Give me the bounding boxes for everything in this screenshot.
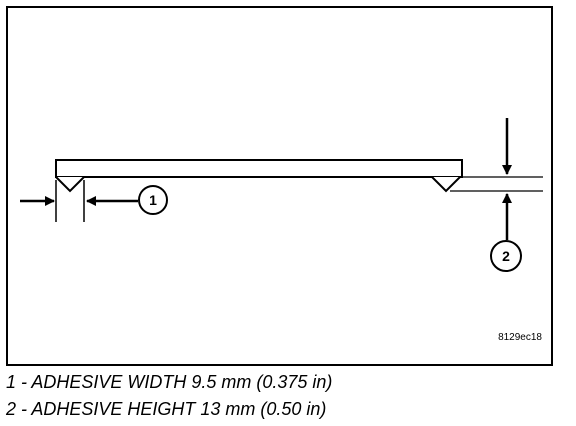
figure-frame xyxy=(6,6,553,366)
adhesive-bead-right xyxy=(431,176,461,193)
callout-1-number: 1 xyxy=(149,192,157,208)
callout-2-number: 2 xyxy=(502,248,510,264)
callout-2-circle xyxy=(490,240,522,272)
panel-bar xyxy=(55,159,463,178)
callout-1-circle xyxy=(138,185,168,215)
legend-item-adhesive-width: 1 - ADHESIVE WIDTH 9.5 mm (0.375 in) xyxy=(6,372,333,392)
figure-code: 8129ec18 xyxy=(498,332,542,343)
adhesive-bead-diagram: 1 2 8129ec18 xyxy=(6,6,553,366)
legend-item-adhesive-height: 2 - ADHESIVE HEIGHT 13 mm (0.50 in) xyxy=(6,399,327,419)
adhesive-bead-left xyxy=(55,176,85,193)
